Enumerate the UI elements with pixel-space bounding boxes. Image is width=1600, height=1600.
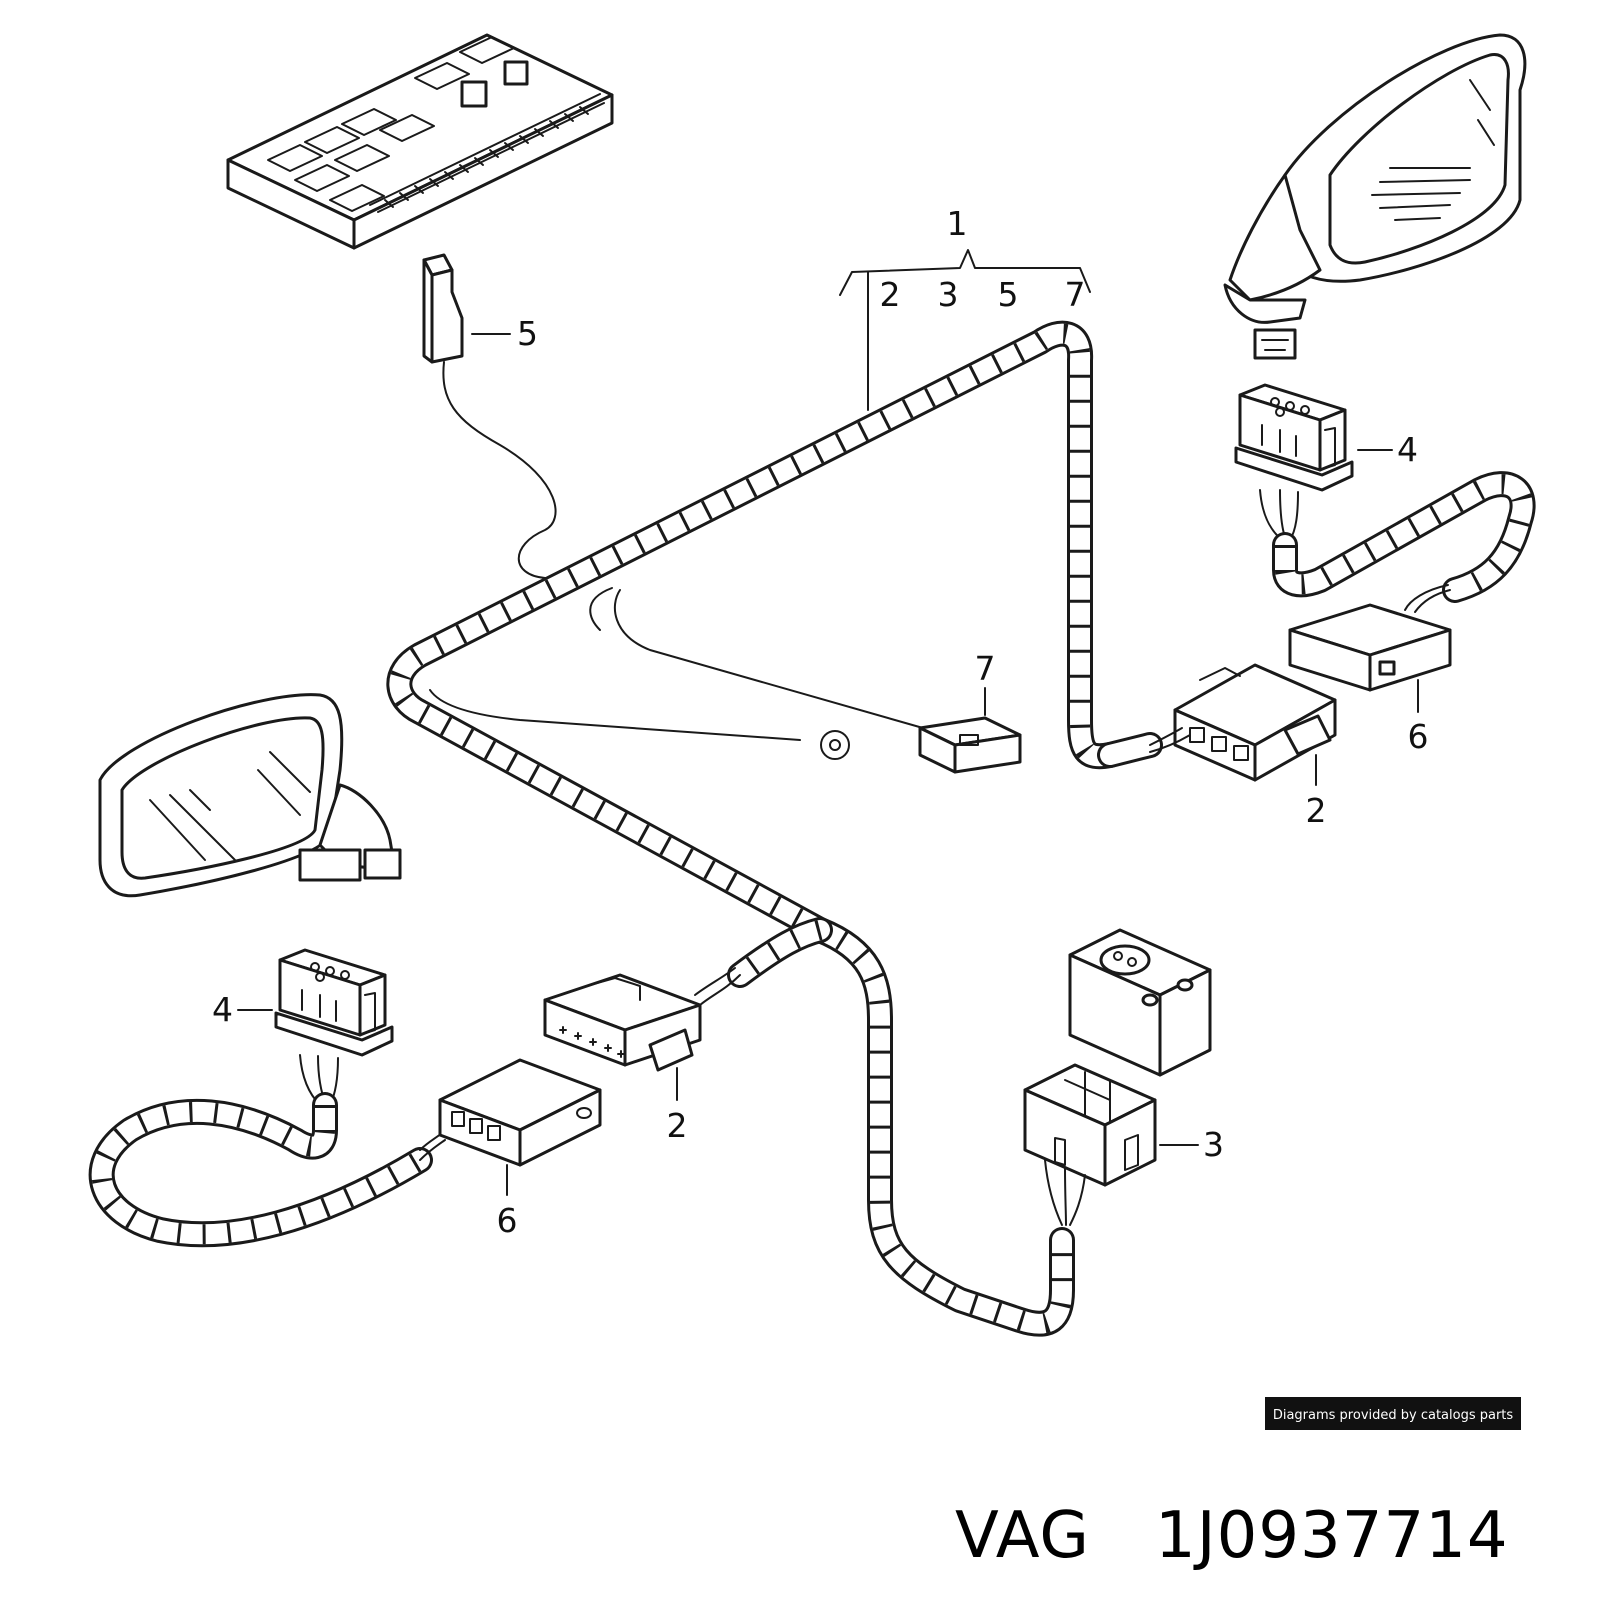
group-member-7: 7 bbox=[1065, 275, 1086, 314]
mirror-switch-illustration bbox=[1068, 928, 1212, 1077]
left-mirror-illustration bbox=[98, 693, 402, 898]
right-loop-harness bbox=[1272, 471, 1536, 613]
callout-left-harness-plug: 2 bbox=[667, 1106, 688, 1145]
callout-right-inline-connector: 6 bbox=[1408, 717, 1429, 756]
credit-text: Diagrams provided by catalogs parts bbox=[1273, 1408, 1514, 1423]
part-number: 1J0937714 bbox=[1155, 1499, 1509, 1573]
group-member-5: 5 bbox=[998, 275, 1019, 314]
fuse-sensor-illustration bbox=[422, 253, 611, 580]
callout-switch-connector: 3 bbox=[1203, 1125, 1224, 1164]
main-harness bbox=[386, 320, 1163, 1337]
left-loop-harness bbox=[88, 1092, 446, 1248]
group-member-2: 2 bbox=[880, 275, 901, 314]
right-inline-connector-illustration bbox=[1288, 603, 1452, 692]
ground-connector-illustration bbox=[918, 716, 1022, 774]
left-mirror-connector-illustration bbox=[274, 948, 394, 1106]
callout-right-harness-plug: 2 bbox=[1306, 791, 1327, 830]
callout-left-inline-connector: 6 bbox=[497, 1201, 518, 1240]
right-harness-plug-illustration bbox=[1149, 663, 1337, 782]
group-bracket bbox=[839, 249, 1091, 411]
right-mirror-illustration bbox=[1223, 33, 1527, 360]
callout-ground-connector: 7 bbox=[975, 649, 996, 688]
right-mirror-connector-illustration bbox=[1234, 383, 1354, 541]
callout-left-mirror-connector: 4 bbox=[212, 990, 233, 1029]
brand-label: VAG bbox=[955, 1499, 1090, 1573]
left-harness-plug-illustration bbox=[543, 967, 741, 1072]
credit-badge bbox=[1265, 1397, 1521, 1430]
left-inline-connector-illustration bbox=[438, 1058, 602, 1167]
switch-connector-illustration bbox=[1023, 1063, 1157, 1226]
callout-fuse-sensor: 5 bbox=[517, 314, 538, 353]
group-member-3: 3 bbox=[938, 275, 959, 314]
callout-group-label: 1 bbox=[947, 204, 968, 243]
ground-wire bbox=[429, 587, 931, 760]
callout-right-mirror-connector: 4 bbox=[1397, 430, 1418, 469]
relay-box-illustration bbox=[226, 33, 614, 250]
